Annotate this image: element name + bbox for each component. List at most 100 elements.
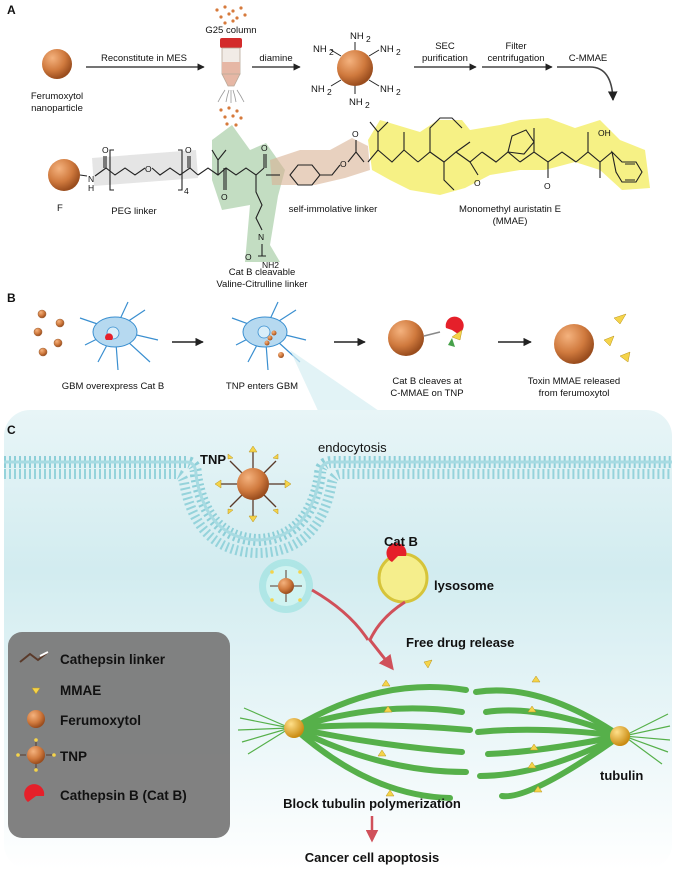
filter-label-line1: Filter: [505, 41, 526, 52]
apoptosis-label: Cancer cell apoptosis: [305, 850, 439, 865]
svg-text:H: H: [88, 183, 94, 193]
svg-text:O: O: [185, 145, 192, 155]
g25-column-label: G25 column: [205, 25, 256, 36]
mmae-label-line1: Monomethyl auristatin E: [459, 204, 561, 215]
svg-text:N: N: [88, 174, 94, 184]
block-tubulin-label: Block tubulin polymerization: [283, 796, 461, 811]
cleavable-label-line1: Cat B cleavable: [229, 267, 296, 278]
svg-text:O: O: [340, 159, 347, 169]
zoom-callout: [290, 350, 385, 415]
f-label: F: [57, 203, 63, 214]
svg-text:O: O: [544, 181, 551, 191]
tnp-label: TNP: [200, 452, 226, 467]
arrow-cmmae: [557, 66, 618, 101]
legend-label-2: Ferumoxytol: [60, 713, 141, 728]
mmae-icon: [31, 687, 41, 695]
step3-label-line2: C-MMAE on TNP: [390, 388, 463, 399]
svg-text:NH: NH: [380, 84, 394, 95]
step2-label: TNP enters GBM: [226, 381, 298, 392]
svg-text:2: 2: [365, 100, 370, 110]
gbm-cell-1: [79, 301, 159, 371]
lysosome-label: lysosome: [434, 578, 494, 593]
cathepsin-linker-icon: [19, 651, 49, 663]
filter-label-line2: centrifugation: [487, 53, 544, 64]
svg-text:2: 2: [366, 34, 371, 44]
svg-text:O: O: [145, 164, 152, 174]
svg-text:NH: NH: [311, 84, 325, 95]
g25-column: G25 column: [205, 5, 257, 127]
amine-nanoparticle: NH 2 NH 2 NH 2 NH 2 NH 2 NH 2: [311, 31, 401, 110]
mitotic-spindle: [291, 684, 623, 801]
ferumoxytol-label-line2: nanoparticle: [31, 103, 83, 114]
legend-label-4: Cathepsin B (Cat B): [60, 788, 187, 803]
svg-text:NH: NH: [380, 44, 394, 55]
peg-subscript: 4: [184, 186, 189, 196]
cleavable-label-line2: Valine-Citrulline linker: [216, 279, 307, 290]
self-immolative-highlight: [270, 138, 370, 185]
svg-text:2: 2: [327, 87, 332, 97]
tnp-particle: [214, 445, 292, 523]
panel-a: A Ferumoxytol nanoparticle Reconstitute …: [7, 3, 650, 290]
free-drug-label: Free drug release: [406, 635, 514, 650]
svg-text:O: O: [245, 252, 252, 262]
legend-box: [8, 632, 230, 838]
endocytosis-label: endocytosis: [318, 440, 387, 455]
svg-text:O: O: [102, 145, 109, 155]
svg-text:2: 2: [396, 87, 401, 97]
legend: Cathepsin linker MMAE Ferumoxytol TNP Ca…: [8, 632, 230, 838]
svg-text:N: N: [258, 232, 264, 242]
ferumoxytol-icon: [27, 710, 45, 728]
svg-text:NH: NH: [350, 31, 364, 42]
svg-text:NH: NH: [313, 44, 327, 55]
svg-text:O: O: [352, 129, 359, 139]
astral-fibers: [237, 707, 671, 765]
mmae-label-line2: (MMAE): [493, 216, 528, 227]
svg-text:O: O: [261, 143, 268, 153]
peg-linker-label: PEG linker: [111, 206, 156, 217]
mmae-highlight: [368, 118, 650, 195]
svg-text:2: 2: [329, 47, 334, 57]
centrosome-left: [284, 718, 304, 738]
svg-text:O: O: [474, 178, 481, 188]
svg-text:O: O: [221, 192, 228, 202]
svg-text:NH: NH: [349, 97, 363, 108]
urea-nh2: NH2: [262, 260, 279, 270]
panel-a-letter: A: [7, 3, 16, 17]
reconstitute-label: Reconstitute in MES: [101, 53, 187, 64]
legend-label-0: Cathepsin linker: [60, 652, 166, 667]
released-toxin: [554, 313, 631, 364]
cleavage-illustration: [388, 316, 464, 356]
tubulin-label: tubulin: [600, 768, 643, 783]
cell-membrane: [4, 456, 672, 559]
svg-text:OH: OH: [598, 128, 611, 138]
tnp-chemical-structure: F H N O O 4 O O N O NH2 O O: [48, 117, 650, 270]
cat-b-label: Cat B: [384, 534, 418, 549]
step4-label-line2: from ferumoxytol: [539, 388, 610, 399]
structure-nanoparticle: [48, 159, 80, 191]
legend-label-1: MMAE: [60, 683, 101, 698]
free-mmae: [423, 659, 433, 669]
bound-mmae: [377, 675, 543, 797]
ferumoxytol-label-line1: Ferumoxytol: [31, 91, 83, 102]
sec-label-line2: purification: [422, 53, 468, 64]
panel-c: C TNP endocytosis: [4, 350, 672, 870]
ferumoxytol-nanoparticle: [42, 49, 72, 79]
panel-c-letter: C: [7, 423, 16, 437]
diamine-label: diamine: [259, 53, 292, 64]
sec-label-line1: SEC: [435, 41, 455, 52]
valcit-highlight: [212, 125, 285, 262]
svg-text:2: 2: [396, 47, 401, 57]
endosome: [259, 559, 313, 613]
step4-label-line1: Toxin MMAE released: [528, 376, 620, 387]
panel-b-letter: B: [7, 291, 16, 305]
panel-b: B GBM overexpress Cat B TNP enters GBM: [7, 291, 631, 399]
self-immolative-label: self-immolative linker: [289, 204, 378, 215]
centrosome-right: [610, 726, 630, 746]
legend-label-3: TNP: [60, 749, 87, 764]
step3-label-line1: Cat B cleaves at: [392, 376, 462, 387]
gbm-cell-2: [231, 301, 307, 371]
cathepsin-b-icon: [24, 784, 45, 802]
fusion-arrow: [311, 588, 405, 668]
tnp-icon: [16, 738, 56, 772]
